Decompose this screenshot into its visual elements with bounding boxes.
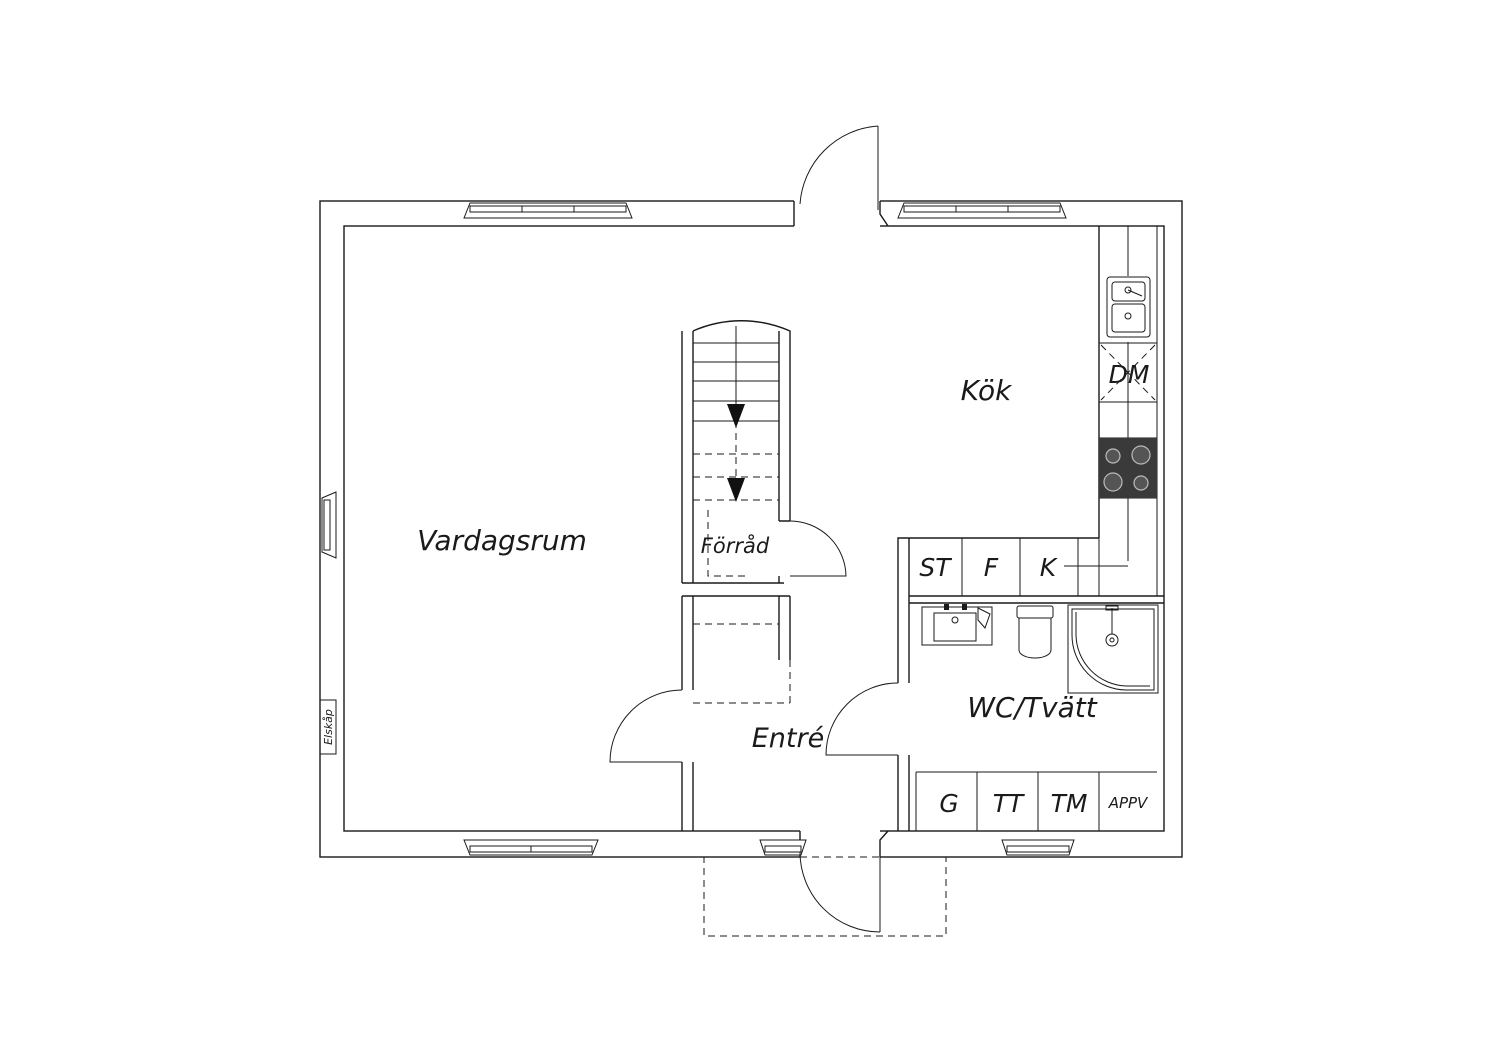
north-door: [799, 125, 879, 210]
kitchen-unit-label-k: K: [1040, 553, 1059, 582]
porch-outline: [703, 856, 947, 937]
laundry-unit-label-appv: APPV: [1108, 794, 1149, 812]
left-window: [321, 491, 337, 559]
top-window-left: [463, 202, 633, 219]
kitchen-unit-label-st: ST: [919, 553, 952, 582]
south-door: [799, 850, 881, 933]
toilet: [1016, 605, 1054, 659]
laundry-unit-label-g: G: [939, 789, 958, 818]
shower: [1067, 604, 1159, 694]
kitchen-counter: [1064, 226, 1158, 596]
kitchen-units: [909, 538, 1099, 597]
entrance-door-left: [609, 689, 683, 763]
bottom-window-entry: [759, 839, 807, 856]
storage-door: [789, 520, 847, 577]
dishwasher-label: DM: [1109, 360, 1150, 389]
room-label-living: Vardagsrum: [417, 524, 587, 557]
laundry-unit-label-tt: TT: [993, 789, 1025, 818]
stove: [1099, 438, 1157, 498]
bottom-window-right: [1001, 839, 1075, 856]
top-window-right: [897, 202, 1067, 219]
room-label-storage: Förråd: [701, 533, 770, 558]
room-label-wc: WC/Tvätt: [967, 691, 1097, 724]
laundry-units: [915, 771, 1157, 831]
bottom-window-left: [463, 839, 599, 856]
elskap-label: Elskåp: [322, 709, 335, 745]
exterior-walls: [319, 200, 1183, 858]
washbasin: [921, 604, 993, 646]
wc-door: [825, 682, 899, 756]
sink: [1106, 276, 1151, 338]
laundry-unit-label-tm: TM: [1051, 789, 1088, 818]
room-label-kitchen: Kök: [961, 374, 1013, 407]
electric-cabinet: [319, 699, 337, 755]
kitchen-unit-label-f: F: [984, 553, 999, 582]
room-label-entrance: Entré: [752, 723, 824, 754]
interior-walls: [681, 226, 1164, 831]
